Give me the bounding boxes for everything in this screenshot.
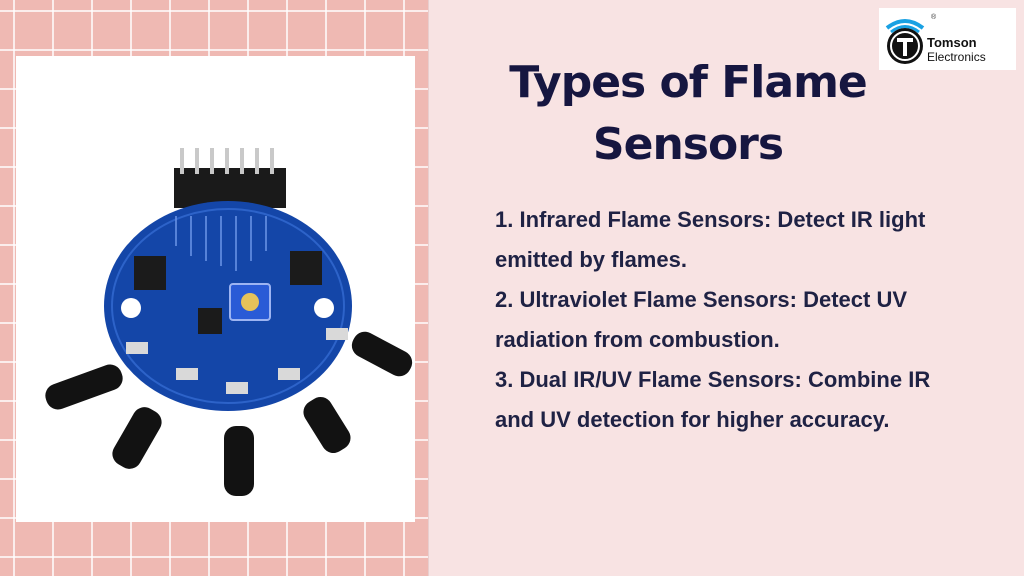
ic-chip — [134, 256, 166, 290]
registered-mark: ® — [931, 14, 937, 21]
list-item-dual-ir-uv: 3. Dual IR/UV Flame Sensors: Combine IR … — [495, 367, 931, 432]
tomson-electronics-logo: ® Tomson Electronics — [879, 8, 1016, 70]
flame-sensor-illustration — [45, 148, 413, 496]
header-pins — [174, 148, 286, 208]
sensor-pads — [126, 328, 348, 394]
list-item-ultraviolet: 2. Ultraviolet Flame Sensors: Detect UV … — [495, 287, 908, 352]
slide-title: Types of Flame Sensors — [509, 57, 868, 170]
ic-chip — [198, 308, 222, 334]
content-panel: Types of Flame Sensors 1. Infrared Flame… — [428, 0, 1024, 576]
flame-sensor-types-list: 1. Infrared Flame Sensors: Detect IR lig… — [495, 200, 965, 440]
logo-wordmark: Tomson Electronics — [927, 35, 986, 65]
ic-chip — [290, 251, 322, 285]
mounting-hole — [314, 298, 334, 318]
logo-name: Tomson — [927, 35, 977, 50]
mounting-hole — [121, 298, 141, 318]
logo-subtitle: Electronics — [927, 50, 986, 64]
logo-mark-icon — [885, 19, 925, 64]
flame-sensor-image — [16, 56, 415, 522]
ir-sensor-leds — [45, 331, 413, 496]
list-item-infrared: 1. Infrared Flame Sensors: Detect IR lig… — [495, 207, 926, 272]
